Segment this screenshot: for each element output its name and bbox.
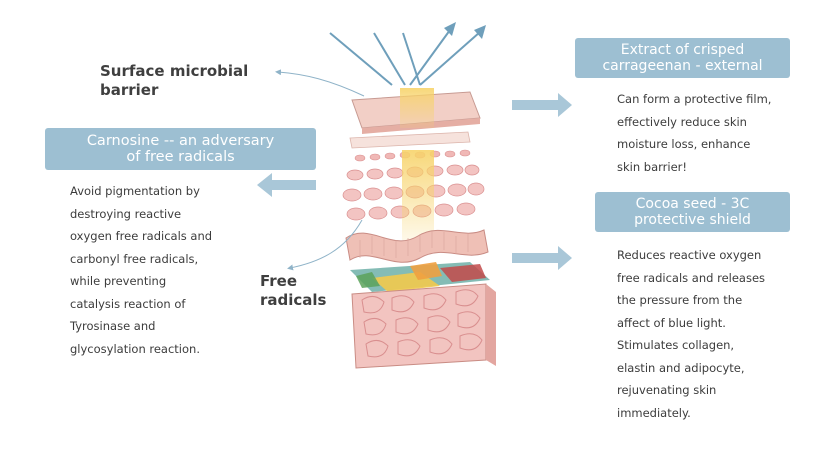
carrageenan-desc-line: effectively reduce skin (617, 114, 747, 129)
cocoa-desc-line: the pressure from the (617, 293, 743, 307)
free-radicals-line-1: Free (260, 272, 298, 290)
carrageenan-desc-line: Can form a protective film, (617, 92, 772, 106)
cocoa-desc-line: elastin and adipocyte, (617, 360, 745, 375)
carnosine-title-line-2: of free radicals (126, 149, 235, 165)
arrow-right-bottom (512, 246, 572, 270)
surface-barrier-line-1: Surface microbial (100, 62, 249, 80)
carrageenan-desc-line: skin barrier! (617, 159, 687, 174)
light-rays (329, 29, 481, 86)
carnosine-desc-line: oxygen free radicals and (70, 229, 213, 243)
wavy-dermis-layer (345, 229, 489, 263)
carnosine-desc-line: Avoid pigmentation by (70, 184, 200, 198)
cocoa-title-line-1: Cocoa seed - 3C (635, 196, 750, 212)
ray-incoming-2 (373, 32, 406, 86)
cocoa-desc-line: Stimulates collagen, (617, 338, 735, 352)
ray-reflected-1 (409, 29, 451, 86)
surface-barrier-line-2: barrier (100, 81, 159, 99)
surface-barrier-label: Surface microbial barrier (100, 62, 280, 100)
carnosine-title: Carnosine -- an adversary of free radica… (45, 128, 316, 170)
pointer-free-radicals (287, 219, 363, 271)
carrageenan-title-line-2: carrageenan - external (602, 58, 763, 74)
cocoa-desc-line: immediately. (617, 405, 691, 420)
carnosine-description: Avoid pigmentation by destroying reactiv… (70, 180, 212, 360)
ray-incoming-1 (329, 32, 393, 86)
ray-incoming-3 (402, 32, 421, 86)
arrow-left-middle (257, 173, 316, 197)
carnosine-desc-line: catalysis reaction of (70, 296, 186, 311)
cocoa-title-line-2: protective shield (634, 212, 751, 228)
fat-cells (361, 289, 483, 358)
arrow-right-top (512, 93, 572, 117)
pointer-surface-barrier (275, 69, 365, 97)
carrageenan-desc-line: moisture loss, enhance (617, 137, 751, 151)
carnosine-desc-line: Tyrosinase and (70, 319, 156, 333)
cocoa-desc-line: rejuvenating skin (617, 383, 717, 397)
ray-arrowhead-1 (444, 22, 456, 36)
light-beam-top (400, 88, 434, 128)
thin-layer (349, 131, 471, 149)
carnosine-title-line-1: Carnosine -- an adversary (86, 133, 275, 149)
free-radicals-label: Free radicals (260, 272, 340, 310)
carnosine-desc-line: destroying reactive (70, 206, 182, 221)
ray-reflected-2 (419, 31, 481, 86)
cocoa-desc-line: Reduces reactive oxygen (617, 248, 762, 262)
carnosine-desc-line: while preventing (70, 274, 167, 288)
carrageenan-description: Can form a protective film, effectively … (617, 88, 771, 178)
carnosine-desc-line: carbonyl free radicals, (70, 251, 199, 266)
carrageenan-title-line-1: Extract of crisped (620, 42, 745, 58)
cocoa-description: Reduces reactive oxygen free radicals an… (617, 244, 765, 424)
carnosine-desc-line: glycosylation reaction. (70, 341, 200, 356)
ray-arrowhead-2 (474, 25, 486, 39)
light-beam-mid (402, 150, 434, 240)
free-radicals-line-2: radicals (260, 291, 327, 309)
cocoa-desc-line: free radicals and releases (617, 270, 766, 285)
cocoa-title: Cocoa seed - 3C protective shield (595, 192, 790, 232)
carrageenan-title: Extract of crisped carrageenan - externa… (575, 38, 790, 78)
cocoa-desc-line: affect of blue light. (617, 315, 726, 330)
